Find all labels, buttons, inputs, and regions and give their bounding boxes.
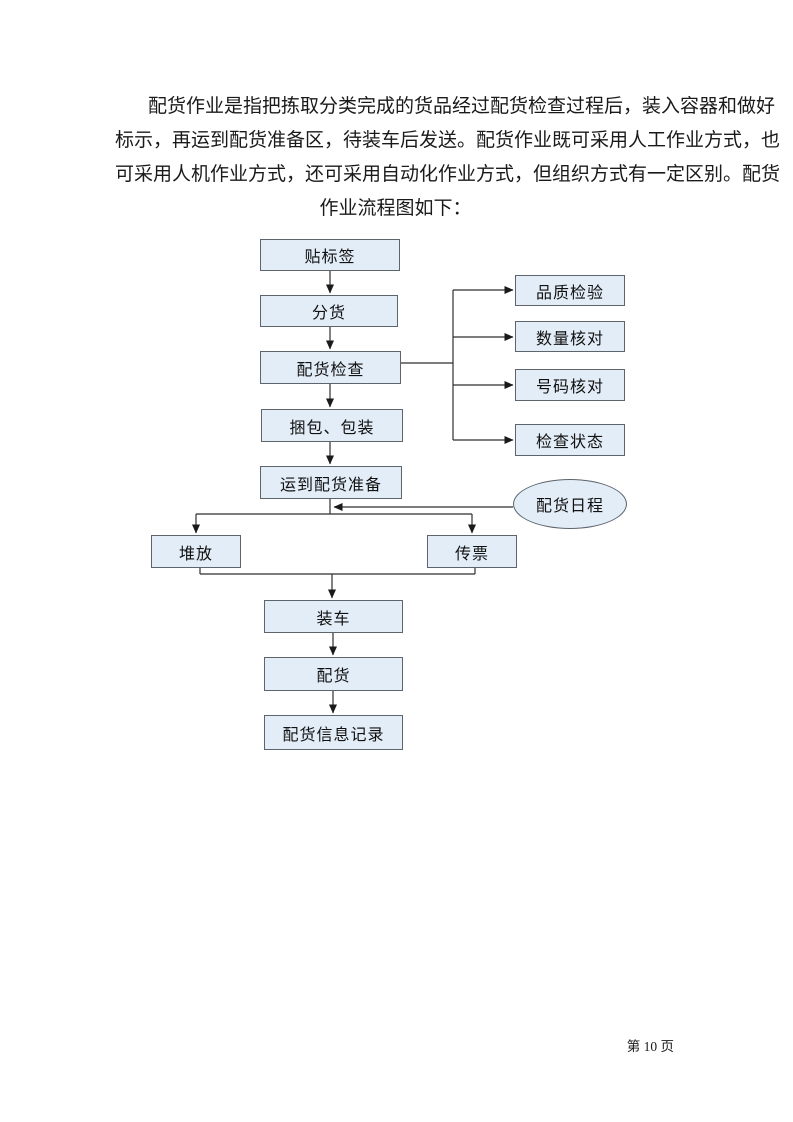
- node-sort-goods: 分货: [260, 295, 398, 327]
- paragraph-line-1: 配货作业是指把拣取分类完成的货品经过配货检查过程后，装入容器和做好: [148, 96, 776, 117]
- paragraph-line-2: 标示，再运到配货准备区，待装车后发送。配货作业既可采用人工作业方式，也: [115, 130, 781, 151]
- paragraph-line-4: 作业流程图如下：: [319, 198, 472, 219]
- node-distribution-schedule: 配货日程: [513, 479, 627, 529]
- node-distribution: 配货: [264, 657, 403, 691]
- node-loading: 装车: [264, 600, 403, 633]
- node-distribution-check: 配货检查: [260, 351, 401, 384]
- node-number-check: 号码核对: [515, 369, 625, 401]
- node-voucher: 传票: [427, 535, 517, 568]
- node-tag-label: 贴标签: [260, 239, 400, 271]
- node-quantity-check: 数量核对: [515, 321, 625, 352]
- paragraph-line-3: 可采用人机作业方式，还可采用自动化作业方式，但组织方式有一定区别。配货: [115, 164, 781, 185]
- node-stacking: 堆放: [151, 535, 241, 568]
- node-packing: 捆包、包装: [261, 409, 403, 442]
- node-move-to-staging: 运到配货准备: [260, 466, 402, 499]
- body-paragraph: 配货作业是指把拣取分类完成的货品经过配货检查过程后，装入容器和做好 标示，再运到…: [115, 90, 781, 226]
- page-number: 第 10 页: [626, 1039, 674, 1054]
- node-status-check: 检查状态: [515, 424, 625, 456]
- node-distribution-record: 配货信息记录: [264, 715, 403, 750]
- node-quality-inspection: 品质检验: [515, 275, 625, 306]
